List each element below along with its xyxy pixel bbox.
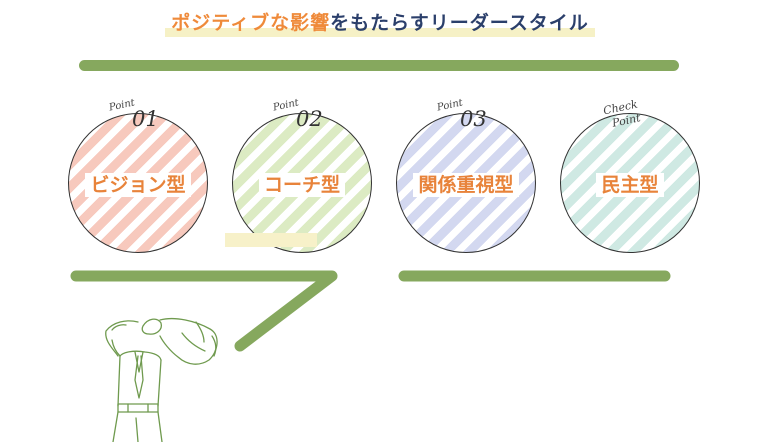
point-circle-1: ビジョン型 [68, 113, 208, 253]
point-label-2: コーチ型 [233, 170, 371, 197]
title-text: ポジティブな影響をもたらすリーダースタイル [165, 8, 595, 37]
top-divider-bar [79, 60, 679, 71]
point-number-3: 03 [460, 107, 487, 131]
point-circle-3: 関係重視型 [396, 113, 536, 253]
point-circle-4: 民主型 [560, 113, 700, 253]
businessman-illustration [105, 317, 218, 442]
title-highlight: ポジティブな影響 [171, 12, 331, 34]
connector-bar [70, 270, 338, 352]
point-label-3: 関係重視型 [397, 170, 535, 197]
point-label-4: 民主型 [561, 170, 699, 197]
point-number-2: 02 [296, 107, 323, 131]
highlight-mark [225, 233, 317, 247]
point-label-1: ビジョン型 [69, 170, 207, 197]
page-title: ポジティブな影響をもたらすリーダースタイル [0, 8, 760, 37]
point-circle-2: コーチ型 [232, 113, 372, 253]
point-number-1: 01 [132, 107, 159, 131]
title-rest: をもたらすリーダースタイル [330, 12, 589, 34]
